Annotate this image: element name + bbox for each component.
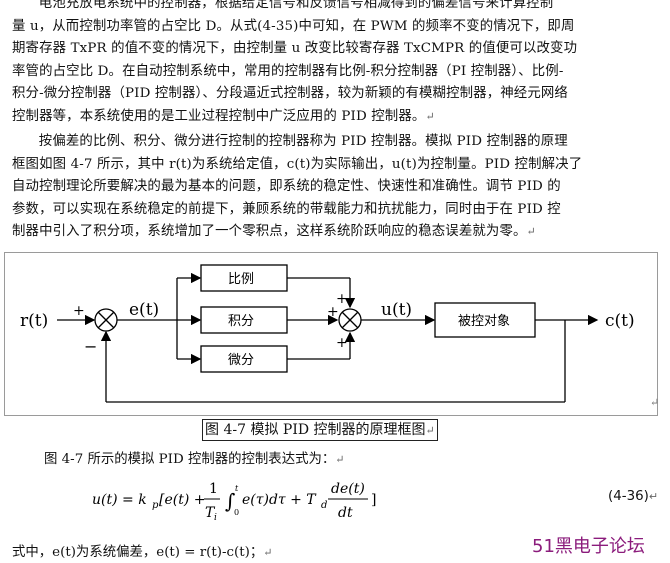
error-label: e(t) xyxy=(129,300,159,320)
paragraph-mark: ↵ xyxy=(425,424,435,437)
integral-label: 积分 xyxy=(228,314,254,329)
plus-sign-2: + xyxy=(336,291,348,307)
text-line: 自动控制理论所要解决的最为基本的问题，即系统的稳定性、快速性和准确性。调节 PI… xyxy=(12,179,561,195)
plus-sign-1: + xyxy=(73,303,85,319)
equation-description-text: 式中，e(t)为系统偏差，e(t) = r(t)-c(t)； xyxy=(12,545,264,560)
plus-sign-4: + xyxy=(336,335,348,351)
equation-intro: 图 4-7 所示的模拟 PID 控制器的控制表达式为：↵ xyxy=(44,447,344,467)
svg-text:1: 1 xyxy=(209,481,218,497)
forum-watermark: 51黑电子论坛 xyxy=(532,536,645,557)
text-line: 率管的占空比 D。在自动控制系统中，常用的控制器有比例-积分控制器（PI 控制器… xyxy=(12,63,564,79)
pid-block-diagram: r(t) + − e(t) 比例 积分 微分 + + + u(t) 被控对象 c… xyxy=(4,252,658,416)
derivative-label: 微分 xyxy=(228,353,254,368)
figure-caption: 图 4-7 模拟 PID 控制器的原理框图↵ xyxy=(202,419,438,441)
paragraph-mark: ↵ xyxy=(425,109,435,123)
svg-text:[e(t) +: [e(t) + xyxy=(159,492,205,508)
svg-text:]: ] xyxy=(371,492,376,508)
plus-sign-3: + xyxy=(327,304,339,320)
equation-description: 式中，e(t)为系统偏差，e(t) = r(t)-c(t)；↵ xyxy=(12,540,272,560)
svg-text:d: d xyxy=(321,500,327,511)
pid-formula-svg: u(t) = k p [e(t) + 1 T i ∫ t 0 e(τ)dτ + … xyxy=(92,481,376,523)
paragraph-mark: ↵ xyxy=(335,453,345,466)
input-label: r(t) xyxy=(20,311,48,331)
text-line: 控制器等，本系统使用的是工业过程控制中广泛应用的 PID 控制器。↵ xyxy=(12,106,660,129)
output-label: c(t) xyxy=(605,311,635,331)
pid-formula: u(t) = k p [e(t) + 1 T i ∫ t 0 e(τ)dτ + … xyxy=(92,475,382,527)
svg-text:0: 0 xyxy=(234,508,239,517)
text-line: 电池充放电系统中的控制器，根据给定信号和反馈信号相减得到的偏差信号来计算控制 xyxy=(38,0,554,11)
text-line: 量 u，从而控制功率管的占空比 D。从式(4-35)中可知，在 PWM 的频率不… xyxy=(12,18,575,34)
text-line: 参数，可以实现在系统稳定的前提下，兼顾系统的带载能力和抗扰能力，同时由于在 PI… xyxy=(12,201,561,217)
paragraph-mark: ↵ xyxy=(526,225,536,239)
text-line: 积分-微分控制器（PID 控制器）、分段逼近式控制器，较为新颖的有模糊控制器，神… xyxy=(12,86,568,102)
svg-text:∫: ∫ xyxy=(225,489,235,513)
equation-number-text: (4-36) xyxy=(608,489,649,504)
svg-text:p: p xyxy=(152,500,159,511)
svg-text:dt: dt xyxy=(338,505,353,521)
text-line: 框图如图 4-7 所示，其中 r(t)为系统给定值，c(t)为实际输出，u(t)… xyxy=(12,156,583,172)
text-line: 制器中引入了积分项，系统增加了一个零积点，这样系统阶跃响应的稳态误差就为零。↵ xyxy=(12,221,660,244)
minus-sign: − xyxy=(84,337,97,356)
text-line: 按偏差的比例、积分、微分进行控制的控制器称为 PID 控制器。模拟 PID 控制… xyxy=(38,134,568,149)
equation-number: (4-36)↵ xyxy=(608,489,658,504)
svg-text:t: t xyxy=(235,484,239,493)
text-line-content: 制器中引入了积分项，系统增加了一个零积点，这样系统阶跃响应的稳态误差就为零。 xyxy=(12,224,527,240)
pid-diagram-svg: r(t) + − e(t) 比例 积分 微分 + + + u(t) 被控对象 c… xyxy=(20,264,635,403)
paragraph-mark: ↵ xyxy=(263,546,273,559)
svg-text:e(τ)dτ + T: e(τ)dτ + T xyxy=(242,492,317,508)
svg-text:i: i xyxy=(214,513,217,523)
svg-text:u(t) = k: u(t) = k xyxy=(92,492,147,508)
figure-caption-text: 图 4-7 模拟 PID 控制器的原理框图 xyxy=(205,422,426,438)
control-label: u(t) xyxy=(381,300,412,320)
text-line-content: 控制器等，本系统使用的是工业过程控制中广泛应用的 PID 控制器。 xyxy=(12,108,426,124)
svg-text:T: T xyxy=(205,505,216,521)
paragraph-mark: ↵ xyxy=(650,396,660,409)
paragraph-mark: ↵ xyxy=(648,490,659,503)
text-line: 期寄存器 TxPR 的值不变的情况下，由控制量 u 改变比较寄存器 TxCMPR… xyxy=(12,41,578,57)
paragraph-2: 按偏差的比例、积分、微分进行控制的控制器称为 PID 控制器。模拟 PID 控制… xyxy=(12,131,660,244)
equation-intro-text: 图 4-7 所示的模拟 PID 控制器的控制表达式为： xyxy=(44,452,336,467)
paragraph-1: 电池充放电系统中的控制器，根据给定信号和反馈信号相减得到的偏差信号来计算控制 量… xyxy=(12,0,660,129)
plant-label: 被控对象 xyxy=(458,314,510,329)
svg-text:de(t): de(t) xyxy=(331,481,365,497)
proportional-label: 比例 xyxy=(228,272,254,287)
